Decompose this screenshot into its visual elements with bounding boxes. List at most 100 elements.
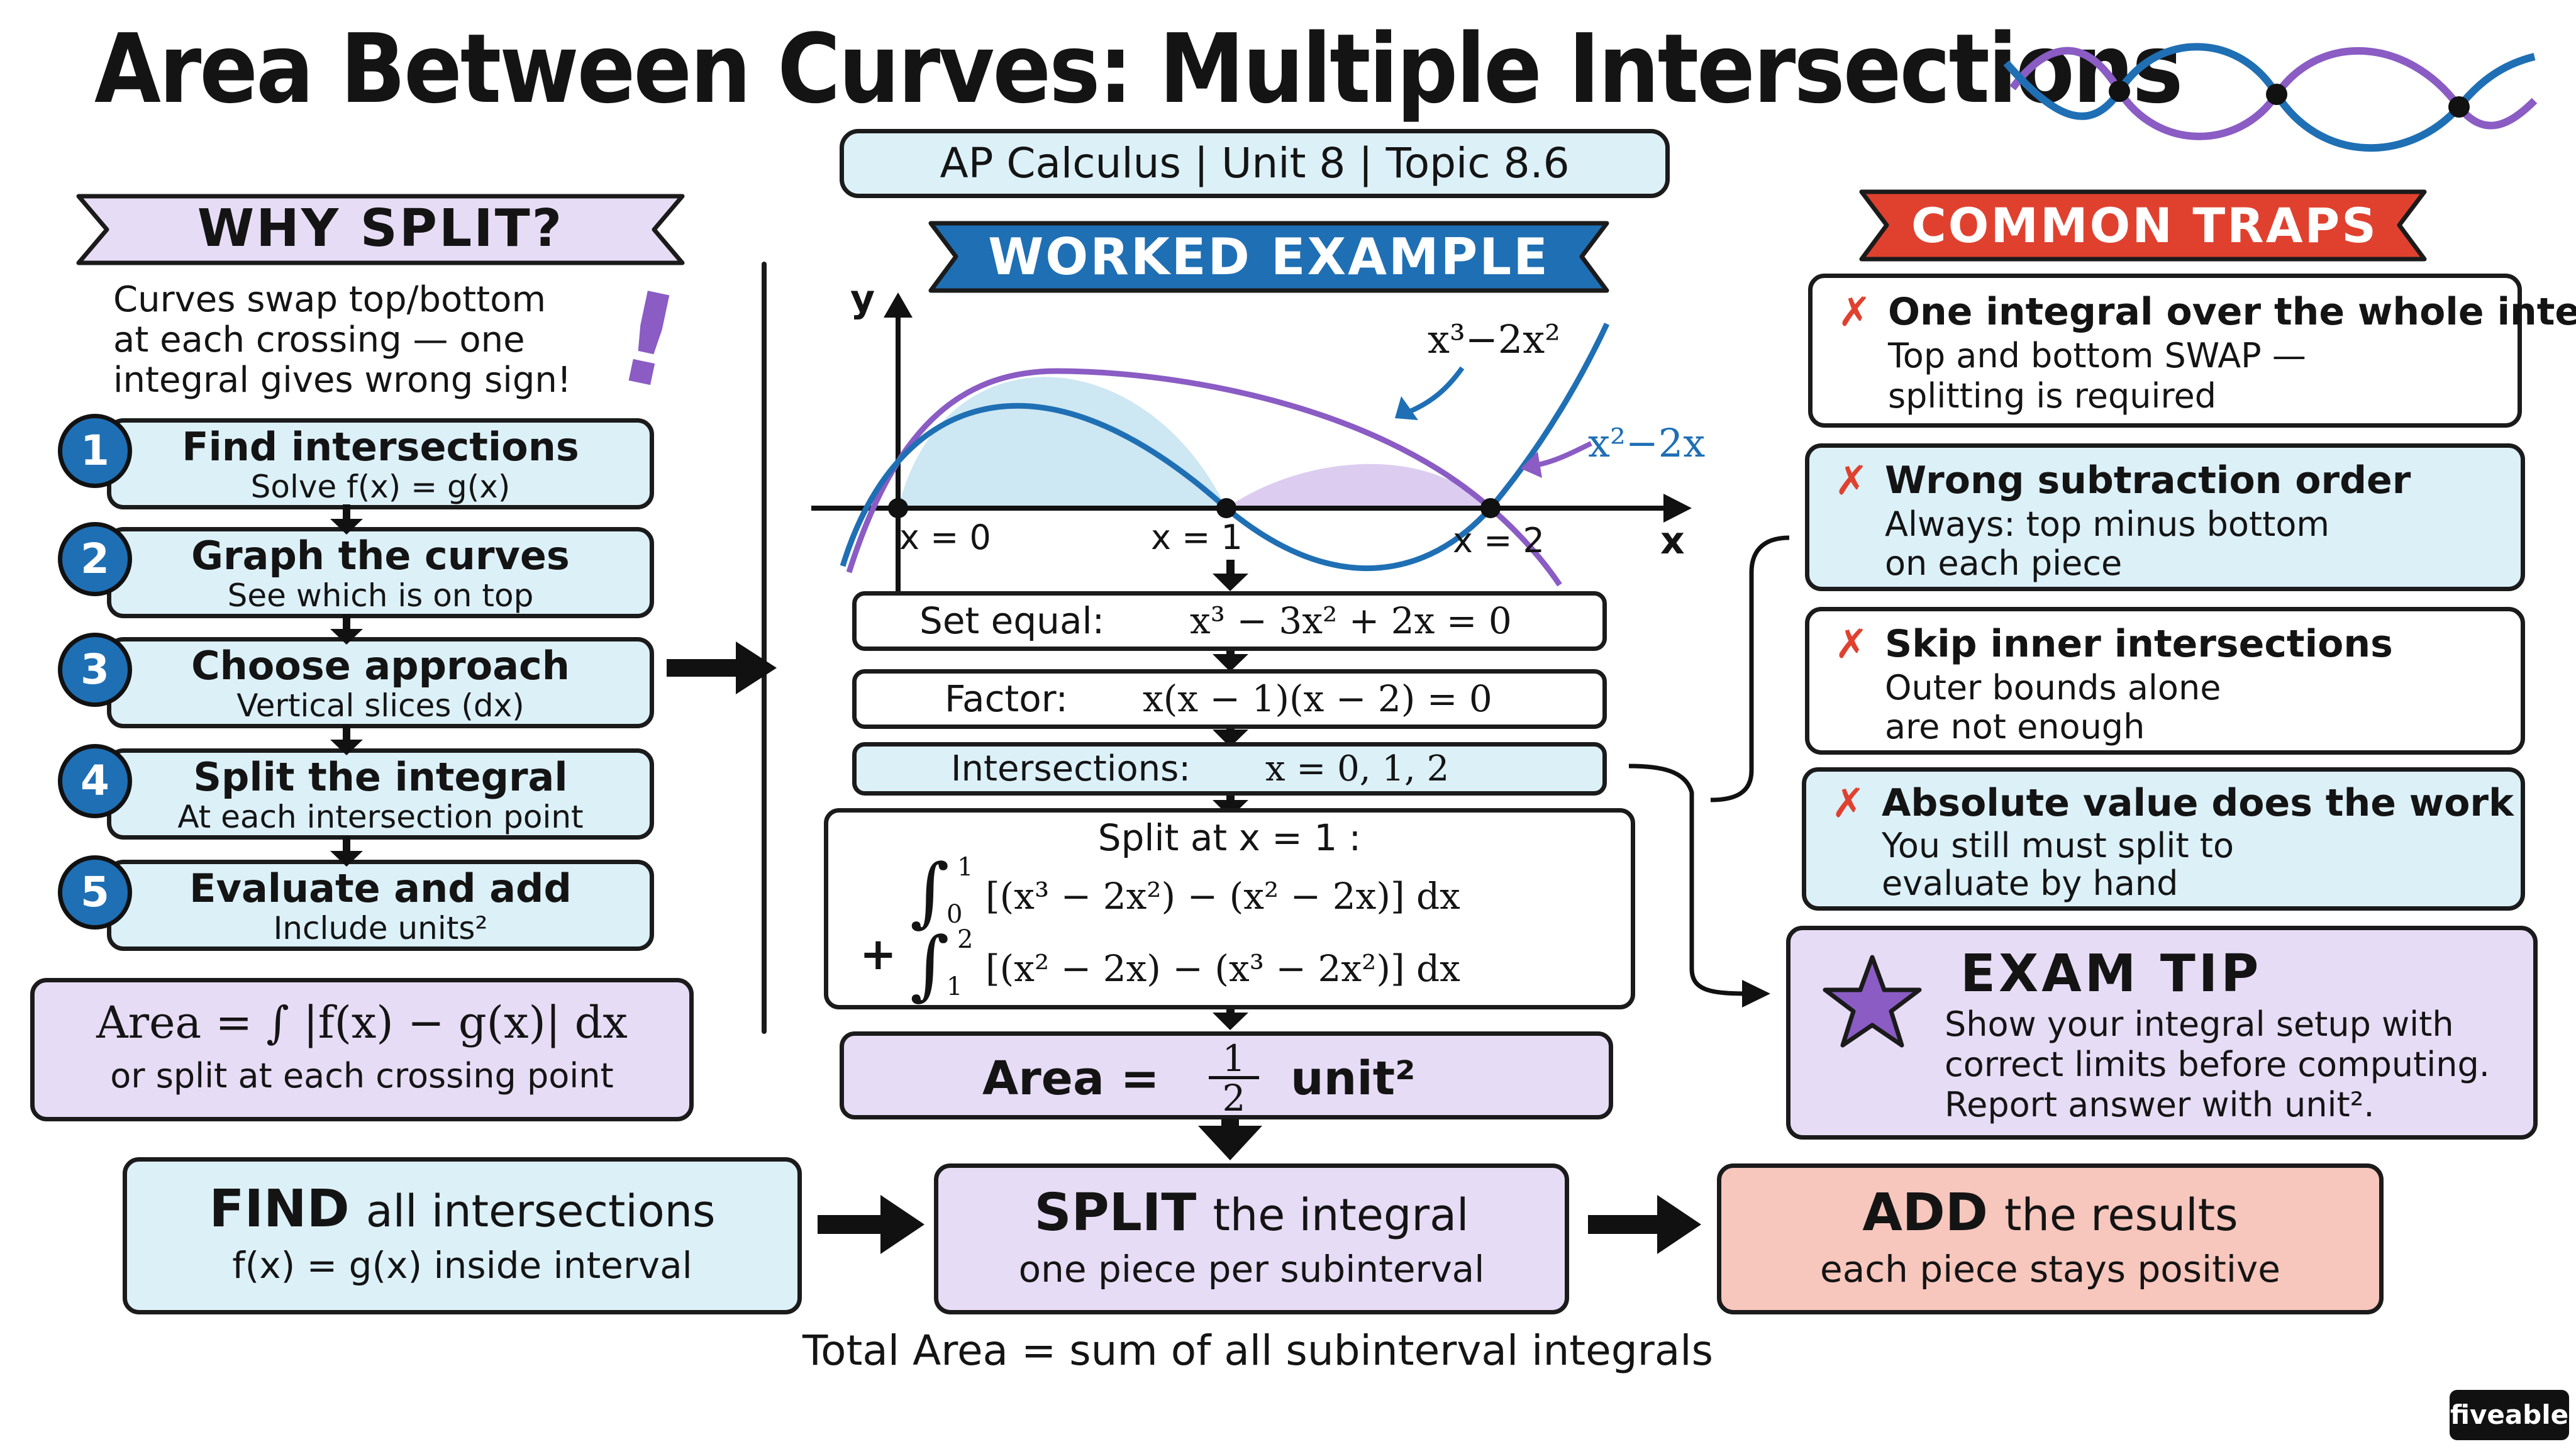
trap-title-2: Wrong subtraction order: [1885, 458, 2411, 502]
step-title-1: Find intersections: [182, 424, 579, 470]
trap-line-2a: Always: top minus bottom: [1885, 504, 2329, 544]
trap-card-2: ✗ Wrong subtraction order Always: top mi…: [1805, 443, 2525, 591]
trap-line-3b: are not enough: [1885, 707, 2145, 747]
step-box-2: Graph the curves See which is on top: [107, 527, 654, 618]
tick-label-2: x = 2: [1453, 521, 1545, 560]
common-traps-heading: COMMON TRAPS: [1911, 197, 2378, 253]
set-equal-label: Set equal:: [919, 599, 1105, 642]
fraction-numerator: 1: [1209, 1040, 1259, 1079]
step-box-3: Choose approach Vertical slices (dx): [107, 637, 654, 728]
trap-card-1: ✗ One integral over the whole interval T…: [1808, 274, 2576, 428]
exam-tip-box: EXAM TIP Show your integral setup with c…: [1786, 926, 2538, 1140]
step-box-1: Find intersections Solve f(x) = g(x): [107, 418, 654, 509]
integral-1-lower: 0: [947, 900, 963, 929]
star-icon: [1823, 955, 1922, 1048]
fraction-denominator: 2: [1222, 1077, 1246, 1119]
page-title: Area Between Curves: Multiple Intersecti…: [94, 13, 2184, 125]
why-split-line-3: integral gives wrong sign!: [113, 360, 572, 401]
why-split-heading: WHY SPLIT?: [197, 199, 564, 258]
flow-split-title: SPLIT the integral: [938, 1182, 1565, 1246]
trap-line-4b: evaluate by hand: [1882, 863, 2179, 903]
curve-label-cubic: x³−2x²: [1428, 316, 1561, 362]
step-number-5: 5: [58, 855, 132, 930]
flow-split-bold: SPLIT: [1034, 1183, 1197, 1243]
integral-2-upper: 2: [957, 925, 974, 954]
step-number-1: 1: [58, 414, 132, 488]
why-split-line-2: at each crossing — one: [113, 319, 525, 360]
graph-x-label: x: [1660, 519, 1685, 563]
exam-tip-line-1: Show your integral setup with: [1945, 1004, 2454, 1044]
footer-summary: Total Area = sum of all subinterval inte…: [802, 1326, 1713, 1375]
step-title-4: Split the integral: [193, 754, 568, 800]
flow-find-bold: FIND: [209, 1179, 350, 1239]
flow-split-rest: the integral: [1213, 1189, 1469, 1241]
step-number-2: 2: [58, 522, 132, 596]
plus-sign: +: [860, 928, 897, 980]
area-formula-box: Area = ∫ |f(x) − g(x)| dx or split at ea…: [30, 978, 694, 1121]
factor-expr: x(x − 1)(x − 2) = 0: [1143, 677, 1492, 720]
step-sub-3: Vertical slices (dx): [236, 687, 525, 724]
exam-tip-line-3: Report answer with unit².: [1945, 1085, 2375, 1124]
tick-label-0: x = 0: [899, 518, 991, 557]
trap-line-4a: You still must split to: [1882, 826, 2234, 865]
flow-box-add: ADD the results each piece stays positiv…: [1717, 1163, 2384, 1314]
trap-title-1: One integral over the whole interval: [1888, 290, 2576, 334]
why-split-text: Curves swap top/bottom at each crossing …: [113, 280, 629, 401]
cross-icon: ✗: [1838, 289, 1872, 336]
exam-tip-heading: EXAM TIP: [1960, 944, 2262, 1004]
step-box-5: Evaluate and add Include units²: [107, 860, 654, 951]
integral-sign-2: ∫: [910, 921, 950, 1009]
set-equal-expr: x³ − 3x² + 2x = 0: [1190, 599, 1512, 642]
brand-logo: fiveable: [2450, 1390, 2569, 1440]
flow-add-title: ADD the results: [1721, 1182, 2379, 1246]
flow-find-title: FIND all intersections: [127, 1178, 797, 1243]
flow-box-split: SPLIT the integral one piece per subinte…: [934, 1163, 1569, 1314]
shade-region-2: [1226, 464, 1491, 508]
flow-split-sub: one piece per subinterval: [1018, 1248, 1485, 1291]
area-formula-main: Area = ∫ |f(x) − g(x)| dx: [96, 997, 628, 1048]
step-title-3: Choose approach: [191, 643, 570, 689]
equation-box-intersections: Intersections: x = 0, 1, 2: [852, 742, 1607, 796]
step-sub-5: Include units²: [273, 910, 488, 947]
cross-icon: ✗: [1835, 458, 1868, 504]
flow-add-sub: each piece stays positive: [1820, 1248, 2280, 1291]
trap-line-1a: Top and bottom SWAP —: [1888, 336, 2306, 375]
cross-icon: ✗: [1831, 780, 1865, 827]
integral-1-upper: 1: [957, 853, 974, 882]
worked-example-heading: WORKED EXAMPLE: [988, 228, 1550, 286]
why-split-line-1: Curves swap top/bottom: [113, 279, 546, 320]
area-result-label: Area =: [982, 1052, 1160, 1106]
area-result-box: Area = 1 2 unit²: [840, 1031, 1613, 1119]
cross-icon: ✗: [1835, 621, 1868, 668]
flow-add-bold: ADD: [1862, 1183, 1988, 1243]
trap-line-1b: splitting is required: [1888, 376, 2216, 416]
trap-title-3: Skip inner intersections: [1885, 622, 2393, 666]
flow-find-sub: f(x) = g(x) inside interval: [232, 1244, 692, 1287]
graph-y-label: y: [850, 277, 875, 321]
trap-card-4: ✗ Absolute value does the work You still…: [1802, 767, 2525, 911]
integral-2-lower: 1: [947, 972, 963, 1001]
step-title-5: Evaluate and add: [189, 865, 572, 911]
flow-box-find: FIND all intersections f(x) = g(x) insid…: [123, 1157, 802, 1314]
integral-2-expr: [(x² − 2x) − (x³ − 2x²)] dx: [985, 947, 1460, 990]
step-sub-1: Solve f(x) = g(x): [250, 469, 511, 505]
factor-label: Factor:: [945, 677, 1069, 720]
flow-add-rest: the results: [2004, 1189, 2238, 1241]
trap-title-4: Absolute value does the work: [1882, 781, 2514, 825]
equation-box-factor: Factor: x(x − 1)(x − 2) = 0: [852, 669, 1607, 729]
split-heading: Split at x = 1 :: [1097, 816, 1362, 859]
step-number-3: 3: [58, 633, 132, 707]
exam-tip-line-2: correct limits before computing.: [1945, 1045, 2490, 1084]
trap-line-3a: Outer bounds alone: [1885, 668, 2221, 708]
split-integral-box: Split at x = 1 : ∫ 1 0 [(x³ − 2x²) − (x²…: [824, 808, 1635, 1009]
integral-sign-1: ∫: [910, 848, 950, 936]
trap-line-2b: on each piece: [1885, 543, 2123, 583]
subtitle-badge: AP Calculus | Unit 8 | Topic 8.6: [840, 129, 1670, 198]
step-sub-4: At each intersection point: [177, 799, 584, 835]
step-title-2: Graph the curves: [191, 533, 570, 579]
intersections-expr: x = 0, 1, 2: [1265, 748, 1450, 789]
tick-label-1: x = 1: [1151, 518, 1243, 557]
equation-box-set-equal: Set equal: x³ − 3x² + 2x = 0: [852, 591, 1607, 651]
integral-1-expr: [(x³ − 2x²) − (x² − 2x)] dx: [985, 875, 1460, 918]
area-formula-note: or split at each crossing point: [110, 1056, 614, 1096]
